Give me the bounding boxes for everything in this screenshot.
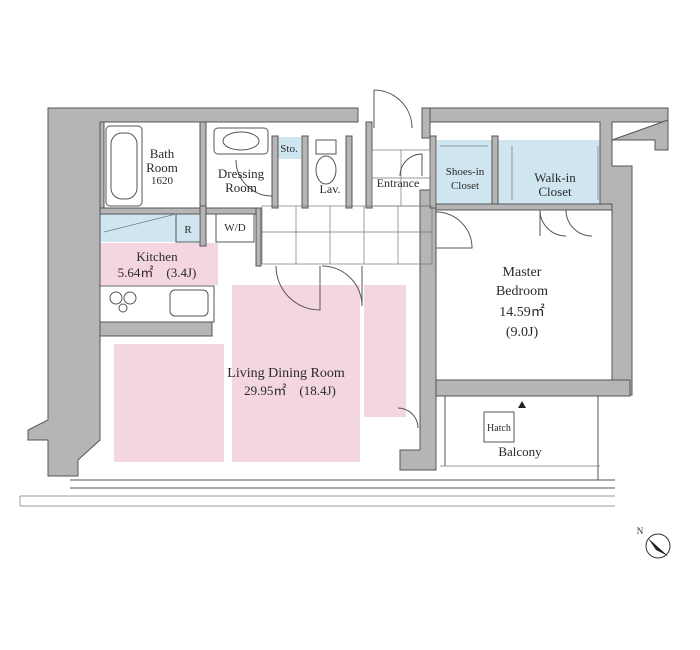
toilet <box>315 139 337 185</box>
dressing-room-label-2: Room <box>225 180 257 195</box>
washer-label: W/D <box>224 222 245 234</box>
interior-walls <box>99 121 613 267</box>
exterior-walls <box>27 107 669 477</box>
master-area-label: 14.59㎡ <box>499 304 545 320</box>
walkin-closet-label-1: Walk-in <box>534 170 576 185</box>
living-label: Living Dining Room <box>227 366 345 381</box>
fridge-label: R <box>184 224 192 236</box>
master-jo-label: (9.0J) <box>506 325 539 340</box>
kitchen-label: Kitchen <box>136 249 178 264</box>
balcony-outline <box>19 396 615 507</box>
shoes-closet-label-1: Shoes-in <box>446 166 485 178</box>
master-label-2: Bedroom <box>496 284 548 299</box>
appliance-boxes <box>103 213 255 243</box>
dressing-room-label-1: Dressing <box>218 166 265 181</box>
bathtub <box>105 125 143 207</box>
bath-room-label-2: Room <box>146 160 178 175</box>
hatch-label: Hatch <box>487 423 511 434</box>
storage-label: Sto. <box>280 143 298 155</box>
walkin-closet-label-2: Closet <box>538 184 572 199</box>
lavatory-label: Lav. <box>320 182 341 196</box>
master-label-1: Master <box>503 265 542 280</box>
washbasin <box>213 127 269 155</box>
living-highlight <box>100 243 406 462</box>
shoes-closet-label-2: Closet <box>451 180 479 192</box>
compass-icon <box>645 533 671 559</box>
entrance-tiles <box>261 149 433 265</box>
wet-area-highlight <box>99 137 612 242</box>
kitchen-area-label: 5.64㎡ (3.4J) <box>118 265 197 280</box>
living-area-label: 29.95㎡ (18.4J) <box>244 383 336 398</box>
compass-north-label: N <box>637 526 644 536</box>
kitchen-counter <box>99 285 215 323</box>
balcony-label: Balcony <box>498 444 542 459</box>
doors <box>235 89 593 429</box>
closet-rails <box>440 145 599 200</box>
entrance-label: Entrance <box>377 176 420 190</box>
bath-size-label: 1620 <box>151 175 174 187</box>
bath-room-label-1: Bath <box>150 146 175 161</box>
